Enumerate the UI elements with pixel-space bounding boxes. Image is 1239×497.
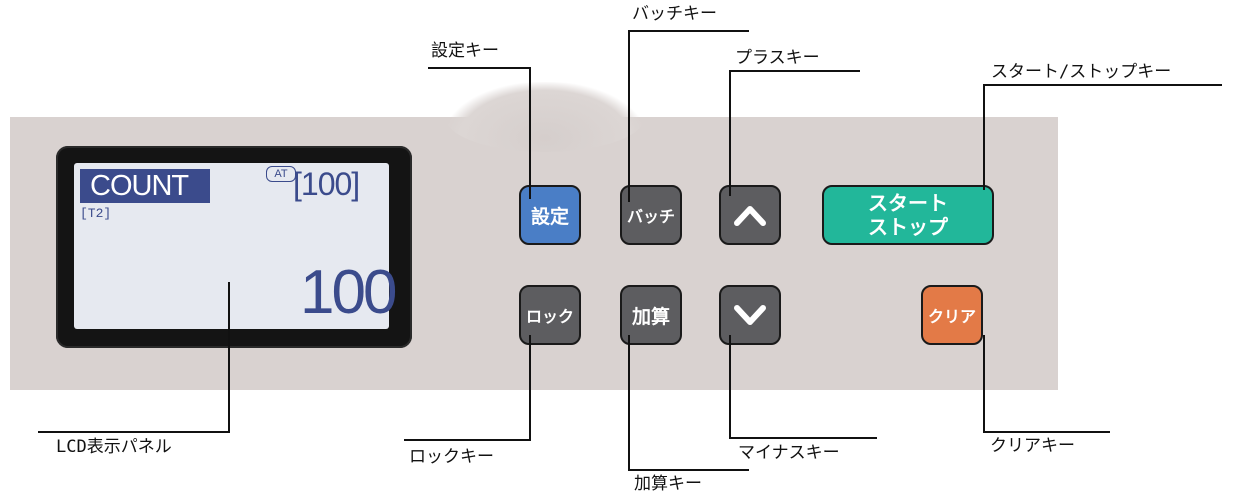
callout-line (529, 335, 531, 441)
callout-label-batch: バッチキー (632, 4, 717, 24)
callout-line (729, 437, 877, 439)
clear-key[interactable]: クリア (921, 285, 983, 345)
start-key-label-line2: ストップ (868, 215, 948, 239)
callout-line (628, 335, 630, 471)
start-stop-key[interactable]: スタート ストップ (822, 185, 994, 245)
callout-line (983, 84, 985, 190)
callout-label-lock: ロックキー (409, 447, 494, 467)
chevron-up-icon (734, 206, 766, 226)
callout-line (404, 439, 531, 441)
batch-key[interactable]: バッチ (620, 185, 682, 245)
callout-label-lcd: LCD表示パネル (56, 437, 172, 457)
callout-line (228, 282, 230, 433)
lcd-batch-value: [100] (293, 166, 360, 202)
callout-label-kasan: 加算キー (634, 474, 702, 494)
chevron-down-icon (734, 305, 766, 325)
callout-label-plus: プラスキー (735, 48, 820, 68)
callout-line (983, 431, 1110, 433)
settei-key[interactable]: 設定 (519, 185, 581, 245)
callout-label-clear: クリアキー (990, 436, 1075, 456)
lcd-at-badge: AT (266, 166, 296, 182)
device-top-curve (445, 82, 645, 152)
callout-label-minus: マイナスキー (738, 443, 840, 463)
callout-line (983, 84, 1222, 86)
callout-line (628, 30, 749, 32)
callout-label-settei: 設定キー (431, 41, 499, 61)
callout-line (628, 469, 749, 471)
start-key-label-line1: スタート (868, 191, 948, 215)
callout-line (628, 30, 630, 202)
callout-line (729, 335, 731, 439)
callout-label-start-stop: スタート/ストップキー (991, 62, 1172, 82)
kasan-key[interactable]: 加算 (620, 285, 682, 345)
lcd-count-value: 100 (300, 258, 397, 327)
lcd-tag: [T2] (80, 206, 112, 221)
callout-line (529, 67, 531, 199)
lcd-mode-indicator: COUNT (80, 169, 210, 203)
callout-line (729, 70, 731, 196)
callout-line (983, 335, 985, 433)
callout-line (38, 431, 230, 433)
callout-line (729, 70, 860, 72)
callout-line (428, 67, 531, 69)
